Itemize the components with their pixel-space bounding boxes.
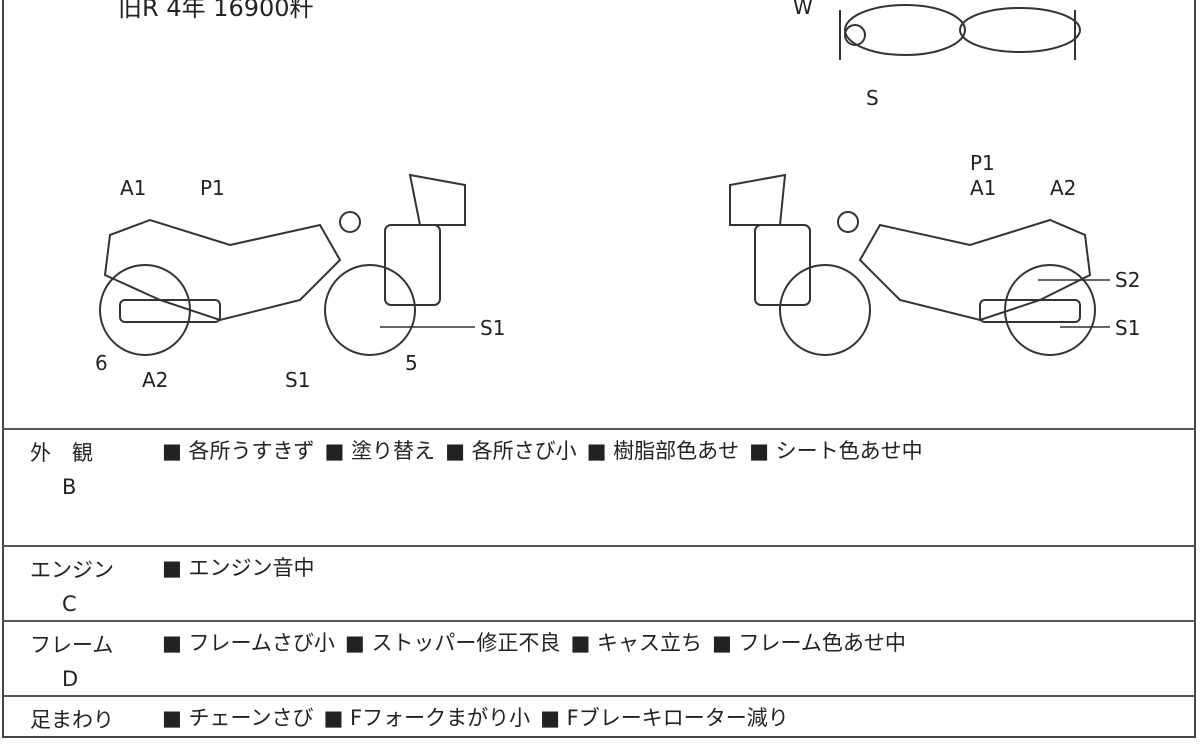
item: ストッパー修正不良 [371, 631, 561, 655]
callout: A2 [1050, 176, 1076, 200]
callout: 6 [95, 351, 108, 375]
motorcycle-diagram: W S A1 P1 6 A2 S1 5 S1 P1 A1 A2 S2 S1 [95, 0, 1140, 392]
item: フレームさび小 [188, 631, 335, 655]
item: Fフォークまがり小 [350, 706, 531, 730]
item: シート色あせ中 [775, 439, 923, 463]
callout: 5 [405, 351, 418, 375]
item: 各所うすきず [188, 439, 315, 463]
callout: A2 [142, 368, 168, 392]
callout: A1 [120, 176, 146, 200]
item: 各所さび小 [471, 439, 577, 463]
row-label: フレーム [30, 633, 114, 657]
row-label: 外 観 [30, 441, 93, 465]
callout-s: S [866, 86, 879, 110]
callout: S1 [480, 316, 505, 340]
row-grade: B [62, 475, 77, 499]
callout: S1 [1115, 316, 1140, 340]
item: フレーム色あせ中 [738, 631, 906, 655]
callout-w: W [793, 0, 813, 19]
item: 塗り替え [351, 439, 436, 463]
row-grade: D [62, 667, 79, 691]
top-view-bike [839, 4, 1081, 60]
item: チェーンさび [188, 706, 314, 730]
row-grade: C [62, 592, 77, 616]
row-suspension: 足まわり ■ チェーンさび■ Fフォークまがり小■ Fブレーキローター減り [2, 695, 1196, 755]
item: エンジン音中 [188, 556, 315, 580]
row-label: エンジン [30, 558, 114, 582]
row-label: 足まわり [30, 708, 114, 732]
vehicle-summary: 旧R 4年 16900粁 [118, 0, 314, 22]
item: キャス立ち [596, 631, 702, 655]
callout: S1 [285, 368, 310, 392]
item: 樹脂部色あせ [613, 439, 740, 463]
left-side-bike [99, 173, 466, 356]
callout: P1 [970, 151, 995, 175]
callout: S2 [1115, 268, 1140, 292]
callout: A1 [970, 176, 996, 200]
right-side-bike [729, 173, 1096, 356]
callout: P1 [200, 176, 225, 200]
item: Fブレーキローター減り [566, 706, 789, 730]
